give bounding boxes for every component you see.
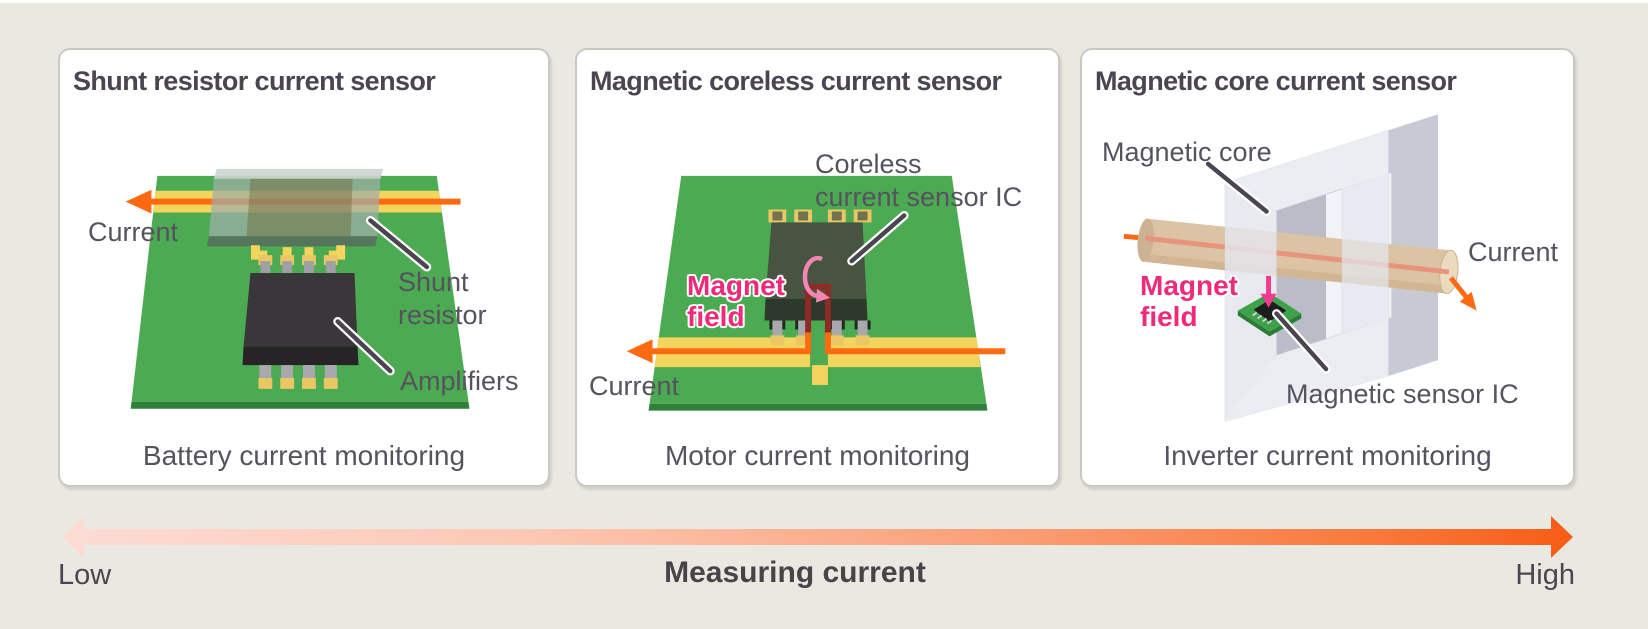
panel-caption: Inverter current monitoring — [1163, 440, 1492, 471]
axis-title: Measuring current — [664, 556, 926, 589]
core-left-bar-overlay — [1224, 182, 1277, 422]
panel-caption: Motor current monitoring — [664, 440, 970, 471]
callout-line-core — [1203, 159, 1272, 216]
shunt-resistor-diagram — [125, 168, 470, 409]
coreless-sensor-ic — [764, 222, 868, 321]
magnetic-sensor-ic-label: Magnetic sensor IC — [1286, 379, 1519, 409]
magnetic-coreless-diagram — [626, 175, 1006, 411]
current-arrow — [1448, 276, 1477, 311]
amplifier-ic — [242, 272, 359, 366]
ic-top-pads — [768, 209, 872, 223]
panel-caption: Battery current monitoring — [142, 440, 466, 471]
top-edge-strip — [0, 0, 1648, 3]
axis-low-label: Low — [58, 559, 112, 591]
panel-title: Magnetic coreless current sensor — [590, 66, 1002, 96]
ic-bottom-pins — [769, 320, 871, 346]
double-arrow — [62, 516, 1573, 558]
shunt-resistor-label: Shunt resistor — [398, 267, 487, 330]
current-label: Current — [589, 371, 680, 401]
amplifiers-label: Amplifiers — [400, 366, 519, 396]
magnetic-core-label: Magnetic core — [1102, 137, 1272, 167]
callout-line-shunt — [365, 215, 432, 272]
current-arrow — [648, 332, 1006, 355]
shunt-resistor-block — [206, 168, 384, 247]
current-label: Current — [1468, 237, 1559, 267]
magnet-field-arrow — [802, 255, 830, 303]
current-loop — [805, 283, 831, 335]
axis-high-label: High — [1515, 559, 1575, 591]
callout-line-amplifiers — [333, 317, 395, 376]
ic-bottom-pins — [258, 365, 338, 389]
callout-line-sensor-ic — [1272, 309, 1331, 374]
coreless-ic-label: Coreless current sensor IC — [815, 149, 1023, 212]
current-label: Current — [88, 217, 179, 247]
magnetic-core-diagram — [1123, 114, 1477, 422]
panel-title: Magnetic core current sensor — [1095, 66, 1457, 96]
measuring-current-axis-arrow — [62, 516, 1573, 558]
ic-top-pins — [258, 255, 338, 273]
panel-magnetic-core: Magnetic core current sensor Magnetic co… — [1080, 48, 1575, 487]
current-arrowhead — [626, 339, 653, 364]
magnet-field-label: Magnet field — [687, 270, 785, 332]
callout-line-coreless-ic — [847, 211, 909, 266]
panel-magnetic-coreless: Magnetic coreless current sensor Coreles… — [575, 48, 1060, 487]
magnet-field-arrow — [1260, 275, 1277, 308]
panel-shunt-resistor: Shunt resistor current sensor Current Sh… — [58, 48, 550, 487]
panel-title: Shunt resistor current sensor — [73, 66, 436, 96]
magnet-field-label: Magnet field — [1140, 270, 1238, 332]
